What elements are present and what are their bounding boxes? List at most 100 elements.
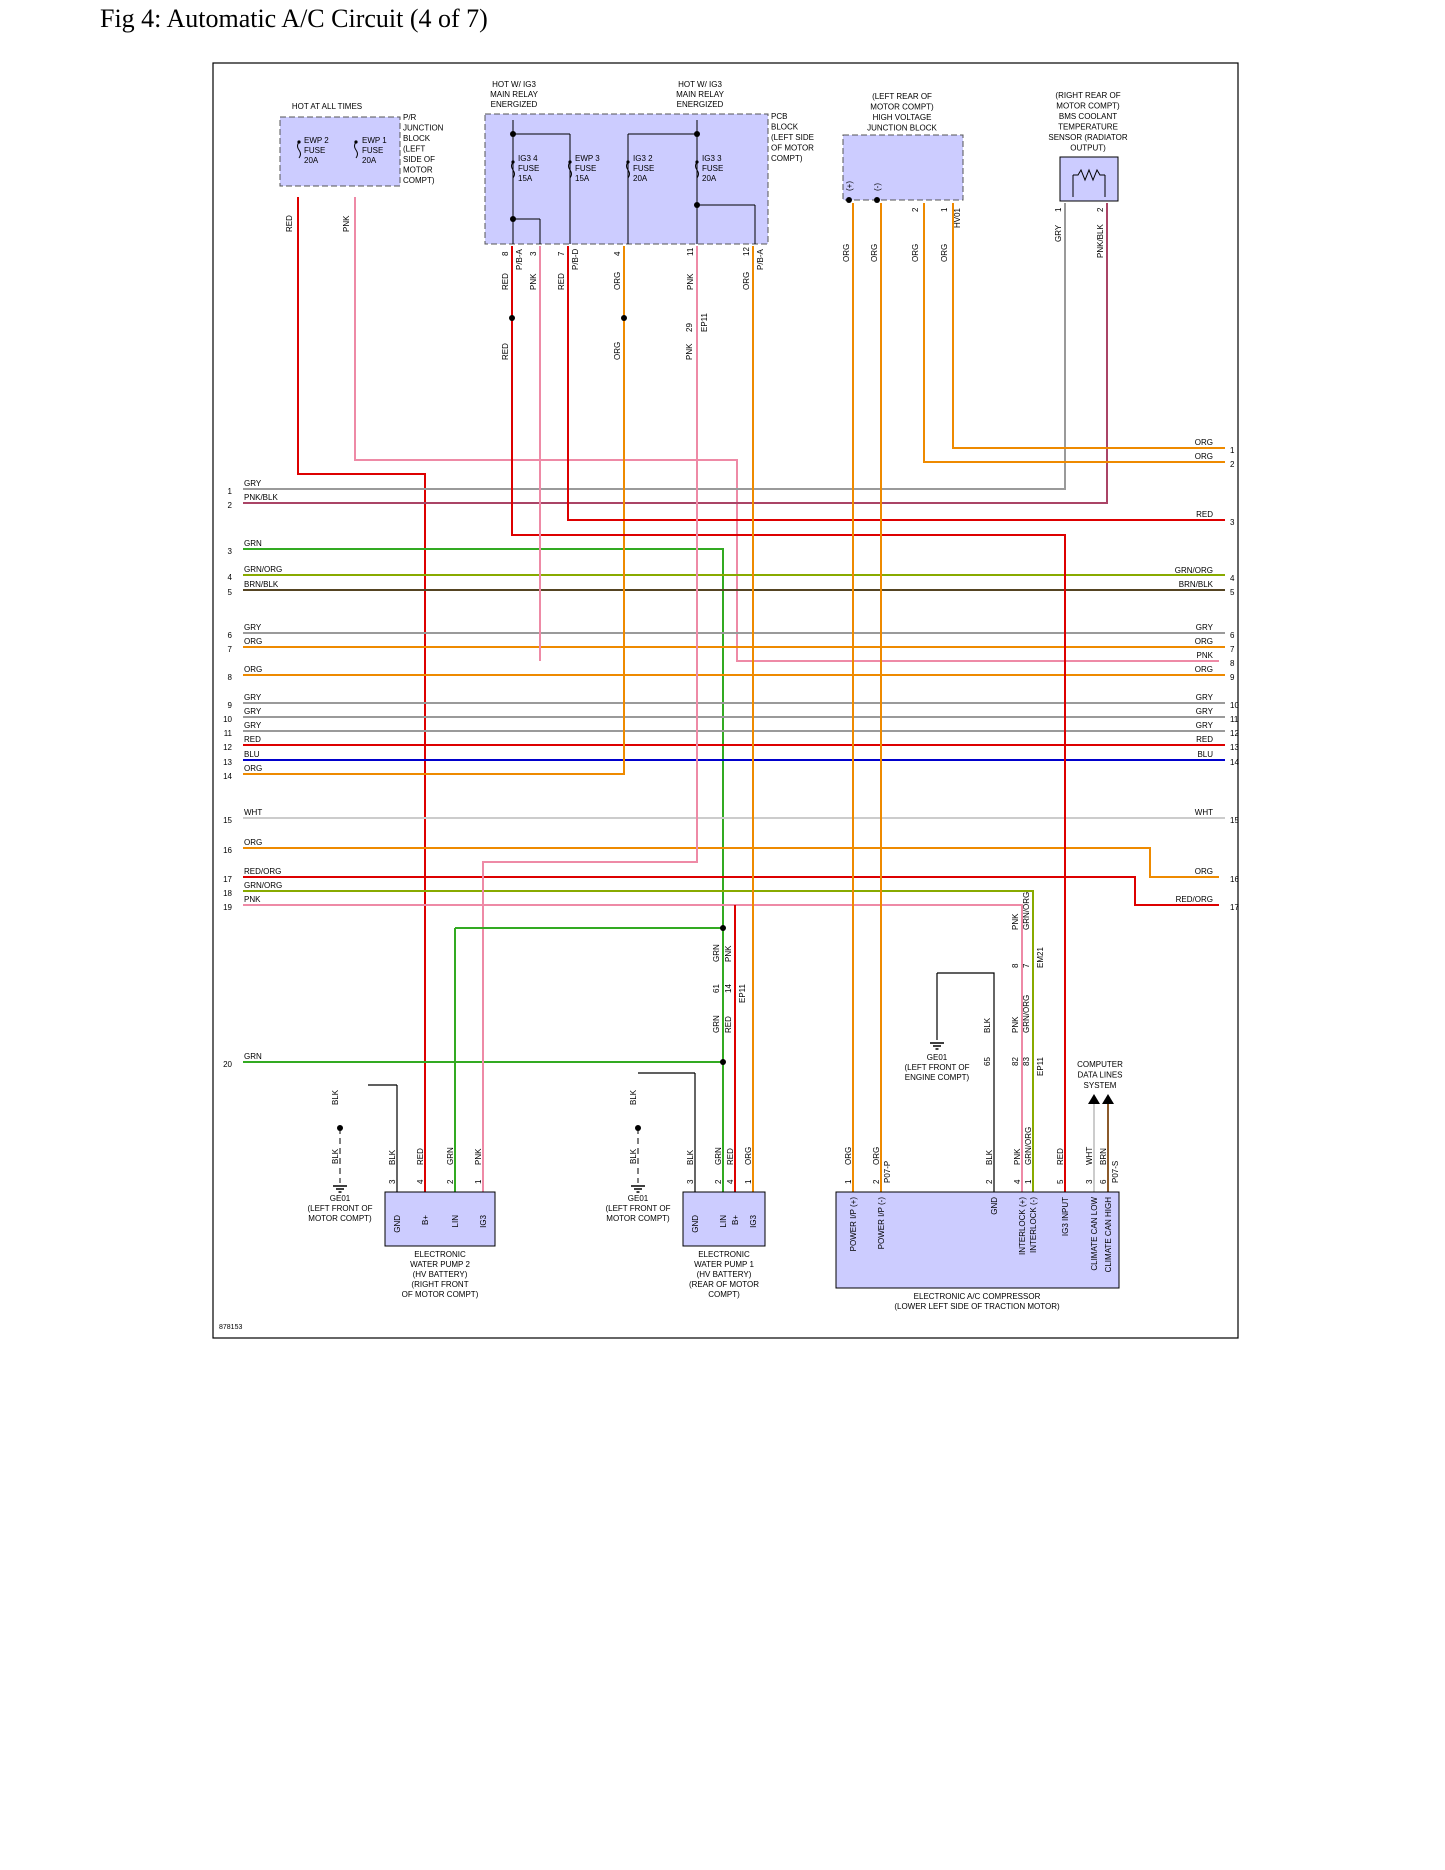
wire-color-label: RED: [501, 343, 510, 360]
wire-color-label: GRY: [1054, 224, 1063, 242]
splice-dot: [720, 925, 726, 931]
compressor-pin-label: CLIMATE CAN HIGH: [1104, 1197, 1113, 1273]
hv-junction-block-label: MOTOR COMPT): [870, 103, 934, 112]
left-row-color: GRY: [244, 693, 262, 702]
ewp3-fuse-label: FUSE: [575, 164, 596, 173]
wire-color-label: BLK: [331, 1089, 340, 1105]
connector-label: P/B-A: [756, 248, 765, 270]
connector-label: HV01: [953, 207, 962, 228]
left-row-color: PNK/BLK: [244, 493, 278, 502]
left-row-number: 8: [228, 673, 233, 682]
right-row-color: ORG: [1195, 867, 1213, 876]
wire-blk-comp: [937, 972, 995, 1192]
hot-ig3-label: ENERGIZED: [491, 100, 538, 109]
wire-color-label: PNK: [724, 945, 733, 962]
water-pump-2-label: OF MOTOR COMPT): [402, 1290, 479, 1299]
ewp3-fuse-label: 15A: [575, 174, 590, 183]
ge01-engine-label: ENGINE COMPT): [905, 1073, 970, 1082]
wire-color-label: BLK: [331, 1148, 340, 1164]
pump1-pin-label: B+: [731, 1215, 740, 1225]
right-row-color: RED: [1196, 510, 1213, 519]
wire-color-label: ORG: [613, 342, 622, 360]
pr-block-label: COMPT): [403, 176, 435, 185]
ig32-fuse-label: 20A: [633, 174, 648, 183]
left-row-color: GRN/ORG: [244, 565, 282, 574]
hot-ig3-label: HOT W/ IG3: [678, 80, 722, 89]
ig34-fuse-label: FUSE: [518, 164, 539, 173]
pin-number: 4: [416, 1179, 425, 1184]
wire-color-label: ORG: [911, 244, 920, 262]
pcb-pin-number: 7: [557, 251, 566, 256]
pr-block-label: (LEFT: [403, 145, 425, 154]
water-pump-1-label: WATER PUMP 1: [694, 1260, 754, 1269]
wire-grn-row3: [243, 548, 724, 928]
compressor-pin-label: CLIMATE CAN LOW: [1090, 1197, 1099, 1271]
wire-pnk-pcb11: [482, 246, 698, 1192]
pump2-pin-label: B+: [421, 1215, 430, 1225]
ig33-fuse: [695, 161, 699, 179]
hv-junction-block-label: (LEFT REAR OF: [872, 92, 932, 101]
pin-number: 1: [940, 207, 949, 212]
right-row-number: 17: [1230, 903, 1239, 912]
wire-color-label: RED: [1056, 1148, 1065, 1165]
bms-sensor-label: MOTOR COMPT): [1056, 102, 1120, 111]
pin-number: 83: [1022, 1057, 1031, 1066]
hv-junction-block: [842, 134, 964, 201]
ge01-left-label: MOTOR COMPT): [308, 1214, 372, 1223]
wire-gry-bms: [243, 203, 1066, 490]
left-row-color: PNK: [244, 895, 261, 904]
pr-block-label: SIDE OF: [403, 155, 435, 164]
pcb-block: [484, 113, 769, 245]
connector-label: P/B-D: [571, 248, 580, 270]
splice-dot: [337, 1125, 343, 1131]
arrow-can-high: [1102, 1094, 1114, 1104]
left-row-number: 6: [228, 631, 233, 640]
figure-title: Fig 4: Automatic A/C Circuit (4 of 7): [100, 4, 488, 33]
pcb-node: [694, 131, 700, 137]
pcb-pin-number: 12: [742, 247, 751, 256]
wire-org-row14: [243, 318, 625, 775]
left-row-number: 13: [223, 758, 232, 767]
ge01-mid-label: MOTOR COMPT): [606, 1214, 670, 1223]
hv-plus-label: (+): [845, 181, 854, 191]
left-row-number: 18: [223, 889, 232, 898]
pcb-pin-number: 11: [686, 247, 695, 256]
ig34-fuse-label: 15A: [518, 174, 533, 183]
pcb-block-label: COMPT): [771, 154, 803, 163]
wire-color-label: GRN/ORG: [1022, 995, 1031, 1033]
wire-color-label: PNK: [529, 273, 538, 290]
pr-block-label: MOTOR: [403, 166, 433, 175]
right-row-color: ORG: [1195, 637, 1213, 646]
right-row-number: 3: [1230, 518, 1235, 527]
left-row-number: 17: [223, 875, 232, 884]
wire-color-label: GRN: [714, 1147, 723, 1165]
pin-number: 7: [1022, 963, 1031, 968]
right-row-color: BLU: [1197, 750, 1213, 759]
wire-color-label: RED: [557, 273, 566, 290]
pcb-pin-number: 8: [501, 251, 510, 256]
ewp2-fuse: [297, 141, 301, 159]
left-row-color: GRN: [244, 539, 262, 548]
bms-sensor-label: OUTPUT): [1070, 144, 1106, 153]
left-row-color: BLU: [244, 750, 260, 759]
pin-number: 2: [872, 1179, 881, 1184]
ig33-fuse: [695, 160, 699, 164]
left-row-color: GRN/ORG: [244, 881, 282, 890]
left-row-number: 5: [228, 588, 233, 597]
wire-color-label: BLK: [388, 1149, 397, 1165]
pcb-block-label: BLOCK: [771, 123, 799, 132]
wire-org-hv01-1: [952, 203, 1225, 449]
hv-terminal: [874, 197, 880, 203]
pin-number: 2: [911, 207, 920, 212]
pin-number: 82: [1011, 1057, 1020, 1066]
pcb-node: [510, 216, 516, 222]
ewp1-fuse-label: 20A: [362, 156, 377, 165]
pin-number: 1: [474, 1179, 483, 1184]
ig32-fuse-label: FUSE: [633, 164, 654, 173]
hot-ig3-label: MAIN RELAY: [490, 90, 539, 99]
wire-org-row16: [243, 847, 1219, 878]
ge01-mid-label: GE01: [628, 1194, 649, 1203]
pcb-node: [694, 202, 700, 208]
connector-label: P07-P: [883, 1161, 892, 1183]
